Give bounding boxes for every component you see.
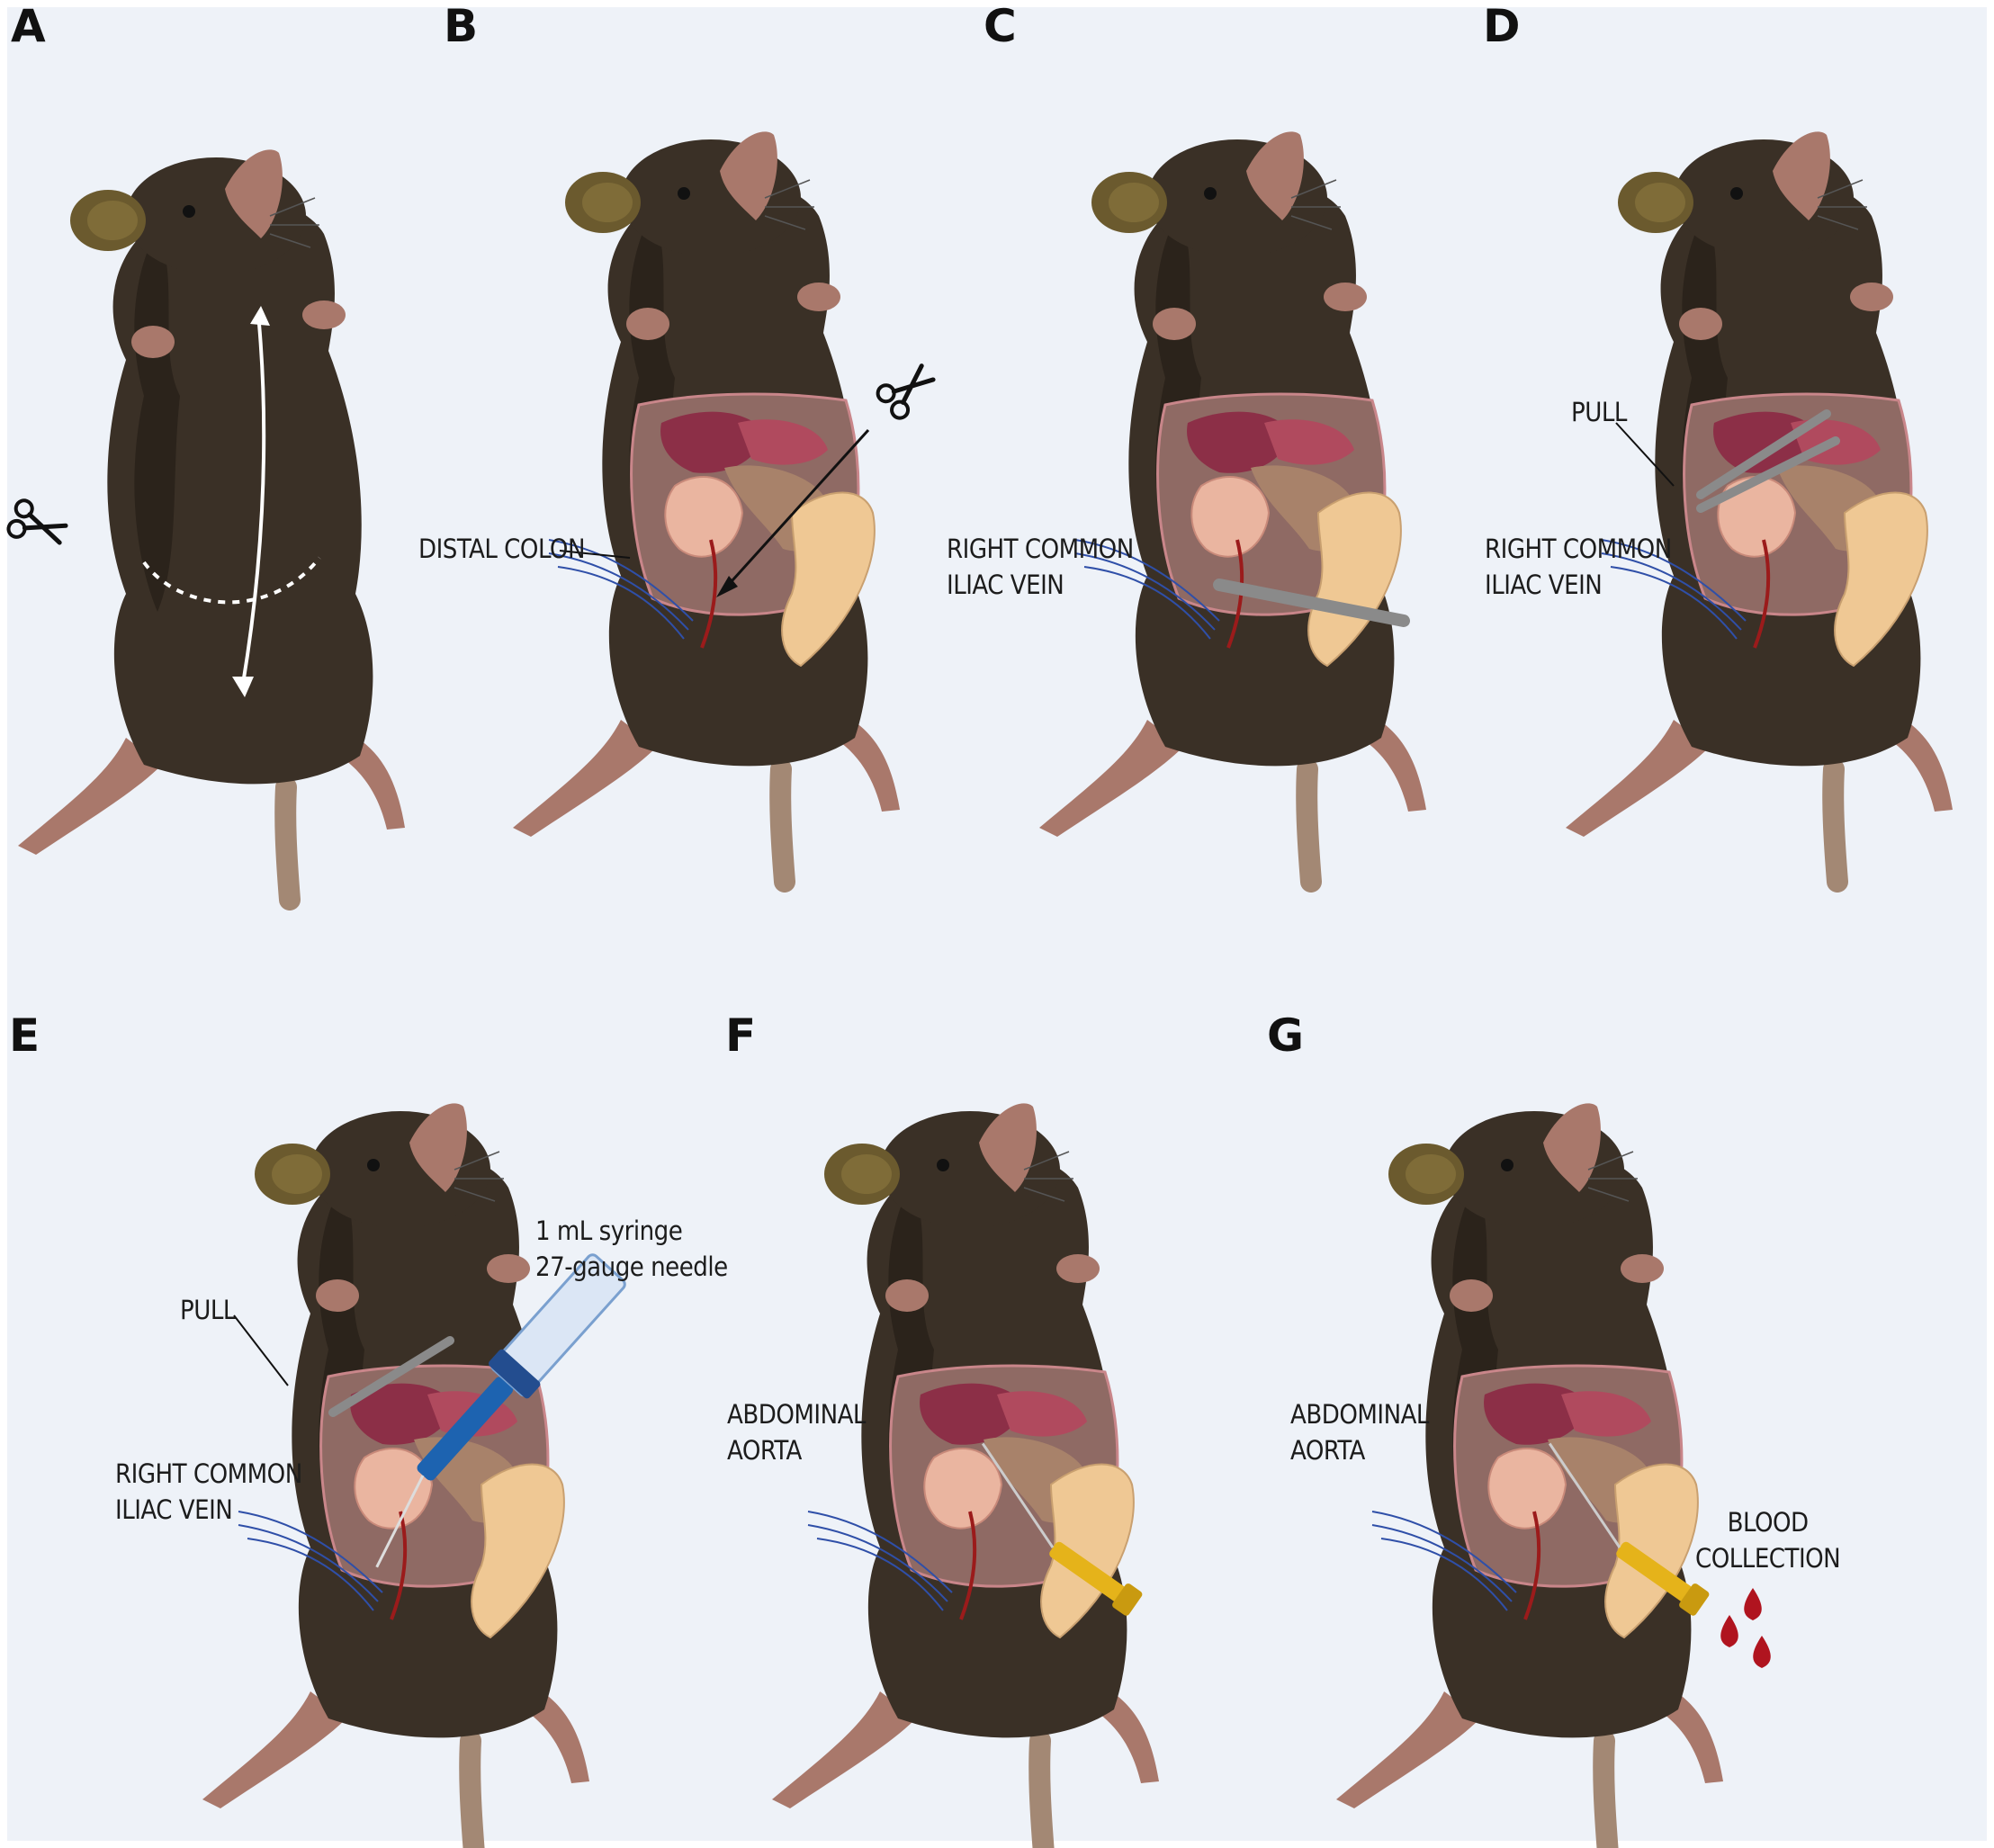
panel-letter-a: A	[11, 0, 46, 52]
scissors-icon-b	[876, 363, 936, 420]
mouse-f	[772, 1103, 1159, 1848]
vein-lines	[807, 1511, 953, 1611]
incision-arrow	[241, 323, 266, 685]
mouse-g	[1336, 1103, 1723, 1848]
artery-line	[1753, 539, 1771, 649]
needle-icon-f	[981, 1442, 1143, 1616]
leader-pull-e	[233, 1314, 289, 1386]
syringe-icon	[375, 1253, 626, 1568]
forceps-d	[1696, 409, 1831, 499]
artery-line	[390, 1511, 408, 1620]
panel-letter-e: E	[9, 1009, 40, 1062]
artery-line	[959, 1511, 977, 1620]
vein-lines	[1371, 1511, 1517, 1611]
vein-lines	[1074, 539, 1220, 640]
needle-icon-g	[1548, 1442, 1710, 1616]
panel-letter-d: D	[1483, 0, 1521, 52]
forceps-c	[1213, 579, 1410, 627]
vein-lines	[548, 539, 694, 640]
artery-line	[1523, 1511, 1541, 1620]
incision-guide-a	[142, 306, 321, 697]
leader-pull-d	[1615, 422, 1675, 487]
mouse-d	[1566, 131, 1953, 882]
vein-lines	[1601, 539, 1747, 640]
forceps-d-lower	[1696, 436, 1840, 513]
mouse-e	[202, 1103, 589, 1848]
panel-letter-g: G	[1267, 1009, 1305, 1062]
forceps-e	[328, 1336, 454, 1417]
blood-drop-icon	[1744, 1588, 1762, 1620]
panel-letter-c: C	[984, 0, 1017, 52]
cut-arrow-b	[723, 428, 870, 591]
label-pull-e: PULL	[180, 1295, 236, 1325]
blood-drop-icon	[1753, 1636, 1771, 1668]
label-pull-d: PULL	[1571, 397, 1627, 427]
scissors-icon-a	[6, 498, 68, 545]
vein-lines	[238, 1511, 383, 1611]
blood-drop-icon	[1720, 1615, 1738, 1647]
label-distal-colon: DISTAL COLON	[418, 534, 585, 564]
artery-line	[700, 539, 718, 649]
leader-distal-colon	[559, 550, 631, 559]
mouse-b	[513, 131, 900, 882]
panel-letter-f: F	[725, 1009, 757, 1062]
panel-letter-b: B	[444, 0, 479, 52]
